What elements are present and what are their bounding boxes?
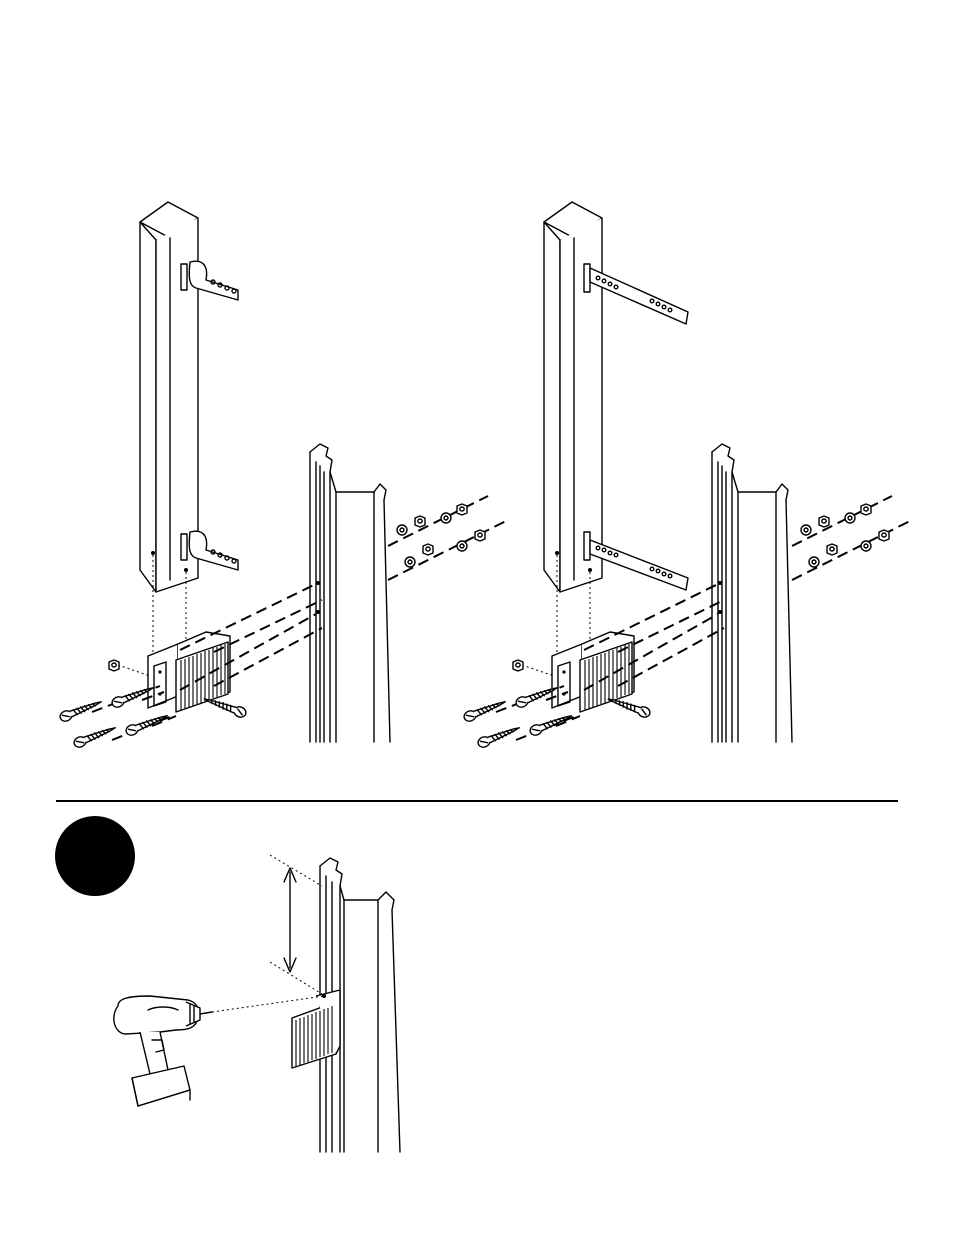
measure-arrow xyxy=(270,855,322,994)
door-frame xyxy=(310,444,390,742)
door-frame xyxy=(712,444,792,742)
right-post-assembly xyxy=(463,202,912,749)
nut xyxy=(513,660,523,671)
hinge-bracket xyxy=(292,990,340,1068)
square-post xyxy=(544,202,602,592)
step-section xyxy=(55,816,400,1152)
nut xyxy=(109,660,119,671)
step-marker xyxy=(55,816,135,896)
hinge-bracket xyxy=(552,632,634,712)
hinge-bracket xyxy=(148,632,230,712)
left-post-assembly xyxy=(59,202,508,749)
